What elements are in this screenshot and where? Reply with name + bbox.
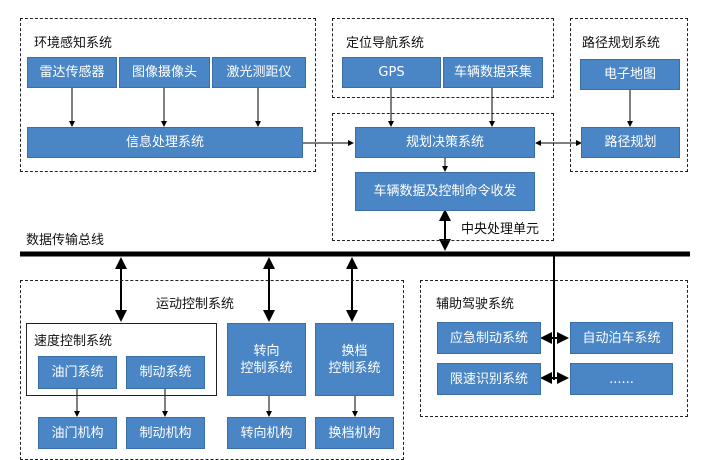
gear-mechanism-box[interactable]: 换档机构 <box>315 417 394 449</box>
cpu-group <box>332 113 554 241</box>
decision-box[interactable]: 规划决策系统 <box>355 127 535 158</box>
camera-box[interactable]: 图像摄像头 <box>119 57 210 88</box>
info-processing-box[interactable]: 信息处理系统 <box>27 127 303 158</box>
cpu-title: 中央处理单元 <box>461 222 540 237</box>
throttle-mechanism-box[interactable]: 油门机构 <box>38 417 117 449</box>
navigation-group <box>332 18 554 98</box>
gear-control-box[interactable]: 换档 控制系统 <box>315 323 394 396</box>
adas-title: 辅助驾驶系统 <box>436 297 515 312</box>
steering-mechanism-box[interactable]: 转向机构 <box>227 417 306 449</box>
perception-title: 环境感知系统 <box>34 36 113 51</box>
throttle-system-box[interactable]: 油门系统 <box>38 356 117 389</box>
emap-box[interactable]: 电子地图 <box>580 59 680 90</box>
adas-group <box>420 280 688 417</box>
bus-title: 数据传输总线 <box>26 233 105 248</box>
speed-group <box>26 323 217 396</box>
speed-title: 速度控制系统 <box>34 334 113 349</box>
route-group <box>570 18 688 172</box>
radar-sensor-box[interactable]: 雷达传感器 <box>27 57 117 88</box>
speed-limit-box[interactable]: 限速识别系统 <box>437 363 541 395</box>
vehicle-data-box[interactable]: 车辆数据采集 <box>443 57 543 88</box>
navigation-title: 定位导航系统 <box>346 36 425 51</box>
emergency-brake-box[interactable]: 应急制动系统 <box>437 322 541 354</box>
path-plan-box[interactable]: 路径规划 <box>581 127 680 158</box>
auto-parking-box[interactable]: 自动泊车系统 <box>570 322 673 354</box>
lidar-box[interactable]: 激光测距仪 <box>212 57 306 88</box>
brake-system-box[interactable]: 制动系统 <box>126 356 205 389</box>
motion-title: 运动控制系统 <box>156 297 235 312</box>
brake-mechanism-box[interactable]: 制动机构 <box>126 417 205 449</box>
more-box[interactable]: ...... <box>570 363 673 395</box>
route-title: 路径规划系统 <box>582 36 661 51</box>
steering-control-box[interactable]: 转向 控制系统 <box>227 323 306 396</box>
transceiver-box[interactable]: 车辆数据及控制命令收发 <box>355 172 535 211</box>
perception-group <box>20 18 316 172</box>
gps-box[interactable]: GPS <box>342 57 441 88</box>
